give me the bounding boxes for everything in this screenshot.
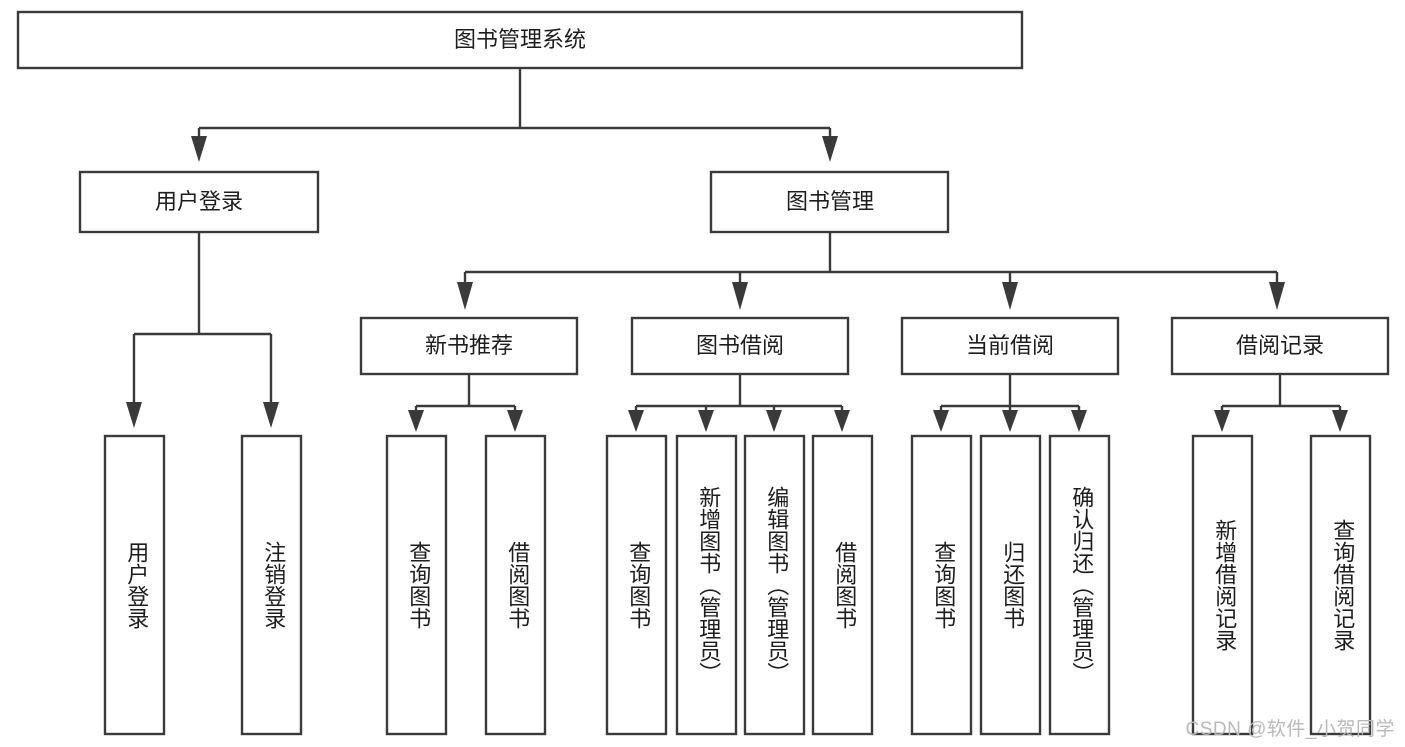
leaf-current-borrow-1-box[interactable] (910, 434, 973, 736)
arrow-new-book-leaf-2-icon (507, 410, 523, 432)
leaf-node[interactable]: 用户登录 (103, 434, 166, 736)
arrow-root-to-book-manage-icon (822, 136, 838, 162)
node-borrow-record[interactable]: 借阅记录 (1170, 316, 1390, 376)
leaf-user-login-2-label: 注销登录 (261, 541, 286, 629)
node-user-login[interactable]: 用户登录 (78, 170, 320, 234)
leaf-node[interactable]: 确认归还（管理员） (1048, 434, 1111, 736)
arrow-book-manage-to-record-icon (1269, 282, 1285, 310)
leaf-user-login-1-box[interactable] (103, 434, 166, 736)
node-current-borrow[interactable]: 当前借阅 (900, 316, 1120, 376)
node-user-login-label: 用户登录 (155, 189, 243, 214)
node-book-borrow-label: 图书借阅 (696, 333, 784, 358)
leaf-node[interactable]: 借阅图书 (484, 434, 547, 736)
arrow-book-borrow-leaf-4-icon (834, 410, 850, 432)
connector-group-new-book (408, 374, 523, 432)
leaf-node[interactable]: 查询借阅记录 (1309, 434, 1372, 736)
node-borrow-record-box[interactable] (1170, 316, 1390, 376)
connector-group-borrow-record (1214, 374, 1348, 432)
arrow-book-borrow-leaf-1-icon (628, 410, 644, 432)
leaf-borrow-record-2-label: 查询借阅记录 (1330, 519, 1355, 651)
node-new-book-recommend[interactable]: 新书推荐 (359, 316, 579, 376)
leaf-book-borrow-2-box[interactable] (675, 434, 738, 736)
leaf-node[interactable]: 新增图书（管理员） (675, 434, 738, 736)
leaf-current-borrow-3-box[interactable] (1048, 434, 1111, 736)
csdn-watermark: CSDN @软件_小贺同学 (1185, 719, 1395, 740)
leaf-user-login-2-box[interactable] (240, 434, 303, 736)
leaf-node[interactable]: 归还图书 (979, 434, 1042, 736)
connector-group-book-manage (457, 232, 1285, 310)
node-new-book-recommend-label: 新书推荐 (425, 333, 513, 358)
leaf-node[interactable]: 查询图书 (605, 434, 668, 736)
node-borrow-record-label: 借阅记录 (1236, 333, 1324, 358)
leaf-node[interactable]: 查询图书 (910, 434, 973, 736)
node-root-system-label: 图书管理系统 (454, 27, 586, 52)
leaf-node[interactable]: 查询图书 (385, 434, 448, 736)
leaf-book-borrow-3-box[interactable] (743, 434, 806, 736)
leaf-borrow-record-2-box[interactable] (1309, 434, 1372, 736)
leaf-user-login-1-label: 用户登录 (124, 541, 149, 629)
node-book-borrow-box[interactable] (630, 316, 850, 376)
leaf-book-borrow-1-label: 查询图书 (626, 541, 651, 629)
arrow-current-borrow-leaf-3-icon (1071, 410, 1087, 432)
leaf-new-book-2-label: 借阅图书 (505, 541, 530, 629)
leaf-book-borrow-1-box[interactable] (605, 434, 668, 736)
leaf-current-borrow-1-label: 查询图书 (931, 541, 956, 629)
arrow-book-manage-to-new-book-icon (457, 282, 473, 310)
node-current-borrow-box[interactable] (900, 316, 1120, 376)
leaf-book-borrow-4-box[interactable] (811, 434, 874, 736)
arrow-current-borrow-leaf-2-icon (1002, 410, 1018, 432)
arrow-book-manage-to-borrow-icon (732, 282, 748, 310)
connector-group-current-borrow (933, 374, 1087, 432)
node-root-system-box[interactable] (16, 10, 1024, 70)
leaf-new-book-1-label: 查询图书 (406, 541, 431, 629)
connector-group-user-login (126, 232, 279, 428)
node-current-borrow-label: 当前借阅 (966, 333, 1054, 358)
leaf-node[interactable]: 编辑图书（管理员） (743, 434, 806, 736)
node-root-system[interactable]: 图书管理系统 (16, 10, 1024, 70)
leaf-current-borrow-3-label: 确认归还（管理员） (1069, 486, 1094, 684)
connector-group-root (191, 68, 838, 162)
leaf-new-book-2-box[interactable] (484, 434, 547, 736)
leaf-current-borrow-2-label: 归还图书 (1000, 541, 1025, 629)
arrow-book-borrow-leaf-3-icon (766, 410, 782, 432)
node-book-borrow[interactable]: 图书借阅 (630, 316, 850, 376)
arrow-new-book-leaf-1-icon (408, 410, 424, 432)
leaf-borrow-record-1-box[interactable] (1191, 434, 1254, 736)
node-book-manage[interactable]: 图书管理 (709, 170, 950, 234)
leaf-book-borrow-4-label: 借阅图书 (832, 541, 857, 629)
arrow-root-to-user-login-icon (191, 136, 207, 162)
arrow-book-manage-to-current-icon (1002, 282, 1018, 310)
leaf-book-borrow-3-label: 编辑图书（管理员） (764, 486, 789, 684)
node-new-book-recommend-box[interactable] (359, 316, 579, 376)
leaf-node[interactable]: 注销登录 (240, 434, 303, 736)
leaf-current-borrow-2-box[interactable] (979, 434, 1042, 736)
leaf-borrow-record-1-label: 新增借阅记录 (1212, 519, 1237, 651)
arrow-borrow-record-leaf-2-icon (1332, 410, 1348, 432)
leaf-book-borrow-2-label: 新增图书（管理员） (696, 486, 721, 684)
arrow-user-login-leaf-2-icon (263, 402, 279, 428)
arrow-current-borrow-leaf-1-icon (933, 410, 949, 432)
leaf-new-book-1-box[interactable] (385, 434, 448, 736)
leaf-node[interactable]: 新增借阅记录 (1191, 434, 1254, 736)
node-user-login-box[interactable] (78, 170, 320, 234)
arrow-user-login-leaf-1-icon (126, 402, 142, 428)
node-book-manage-box[interactable] (709, 170, 950, 234)
arrow-borrow-record-leaf-1-icon (1214, 410, 1230, 432)
leaf-node[interactable]: 借阅图书 (811, 434, 874, 736)
node-book-manage-label: 图书管理 (786, 189, 874, 214)
arrow-book-borrow-leaf-2-icon (698, 410, 714, 432)
connector-group-book-borrow (628, 374, 850, 432)
